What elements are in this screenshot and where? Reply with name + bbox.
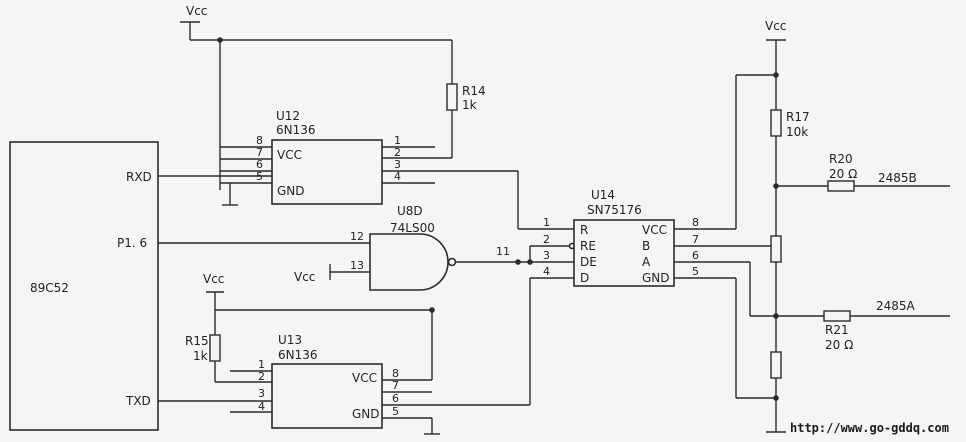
mcu-89c52-body (9, 141, 159, 431)
u14-pin-re: RE (580, 239, 596, 253)
u8d-pin-12: 12 (350, 230, 364, 243)
r17-ref: R17 (786, 110, 810, 124)
u12-pin-3: 3 (394, 158, 401, 171)
u13-gnd-label: GND (352, 407, 380, 421)
u8d-part: 74LS00 (390, 221, 435, 235)
resistor-r17 (770, 109, 782, 137)
svg-text:Vcc: Vcc (186, 4, 207, 18)
u13-pin-3: 3 (258, 387, 265, 400)
resistor-bias-bottom (770, 351, 782, 379)
r14-ref: R14 (462, 84, 486, 98)
u8d-pin-13: 13 (350, 259, 364, 272)
u13-pin-4: 4 (258, 400, 265, 413)
u14-ref: U14 (591, 188, 615, 202)
nand-gate-u8d (369, 233, 449, 291)
u12-pin-4: 4 (394, 170, 401, 183)
r15-value: 1k (193, 349, 208, 363)
mcu-txd-label: TXD (125, 394, 151, 408)
u14-num-1: 1 (543, 216, 550, 229)
u14-num-2: 2 (543, 233, 550, 246)
u14-num-5: 5 (692, 265, 699, 278)
u12-pin-8: 8 (256, 134, 263, 147)
u13-pin-8: 8 (392, 367, 399, 380)
u14-num-7: 7 (692, 233, 699, 246)
u13-pin-5: 5 (392, 405, 399, 418)
u13-ref: U13 (278, 333, 302, 347)
u12-6n136-body (271, 139, 383, 205)
resistor-r14 (446, 83, 458, 111)
u12-pin-2: 2 (394, 146, 401, 159)
u13-vcc-label: VCC (352, 371, 377, 385)
junction-nand-out-1 (515, 259, 521, 265)
r14-value: 1k (462, 98, 477, 112)
r21-ref: R21 (825, 323, 849, 337)
u14-pin-de: DE (580, 255, 597, 269)
resistor-bias-middle (770, 235, 782, 263)
u14-num-4: 4 (543, 265, 550, 278)
net-2485b: 2485B (878, 171, 917, 185)
u14-pin-r: R (580, 223, 588, 237)
u14-pin-a: A (642, 255, 651, 269)
u14-num-6: 6 (692, 249, 699, 262)
svg-text:Vcc: Vcc (765, 19, 786, 33)
u13-part: 6N136 (278, 348, 318, 362)
r20-value: 20 Ω (829, 167, 857, 181)
u12-pin-7: 7 (256, 146, 263, 159)
u14-num-3: 3 (543, 249, 550, 262)
u13-6n136-body (271, 363, 383, 429)
u12-ref: U12 (276, 109, 300, 123)
u12-pin-1: 1 (394, 134, 401, 147)
vcc-symbol-u13: Vcc (203, 272, 224, 310)
u14-pin-b: B (642, 239, 650, 253)
mcu-p16-label: P1. 6 (117, 236, 147, 250)
watermark-url: http://www.go-gddq.com (790, 421, 949, 435)
u13-pin-2: 2 (258, 370, 265, 383)
r21-value: 20 Ω (825, 338, 853, 352)
u12-gnd-label: GND (277, 184, 305, 198)
svg-text:Vcc: Vcc (203, 272, 224, 286)
mcu-label: 89C52 (30, 281, 69, 295)
r20-ref: R20 (829, 152, 853, 166)
u14-num-8: 8 (692, 216, 699, 229)
u12-pin-6: 6 (256, 158, 263, 171)
u12-vcc-label: VCC (277, 148, 302, 162)
r15-ref: R15 (185, 334, 209, 348)
vcc-symbol-right: Vcc (765, 19, 786, 75)
u8d-ref: U8D (397, 204, 423, 218)
u12-part: 6N136 (276, 123, 316, 137)
u13-pin-6: 6 (392, 392, 399, 405)
u14-pin-vcc: VCC (642, 223, 667, 237)
junction-gnd-node (773, 395, 779, 401)
u14-sn75176-body (573, 219, 675, 287)
resistor-r21 (823, 310, 851, 322)
vcc-label-gate: Vcc (294, 270, 315, 284)
nand-output-bubble (447, 257, 457, 267)
u13-pin-7: 7 (392, 379, 399, 392)
u14-pin-gnd: GND (642, 271, 670, 285)
vcc-symbol-top-left: Vcc (180, 4, 207, 40)
u14-pin-d: D (580, 271, 589, 285)
resistor-r20 (827, 180, 855, 192)
u13-pin-1: 1 (258, 358, 265, 371)
mcu-rxd-label: RXD (126, 170, 152, 184)
net-2485a: 2485A (876, 299, 916, 313)
resistor-r15 (209, 334, 221, 362)
u8d-pin-11: 11 (496, 245, 510, 258)
u14-part: SN75176 (587, 203, 642, 217)
r17-value: 10k (786, 125, 808, 139)
